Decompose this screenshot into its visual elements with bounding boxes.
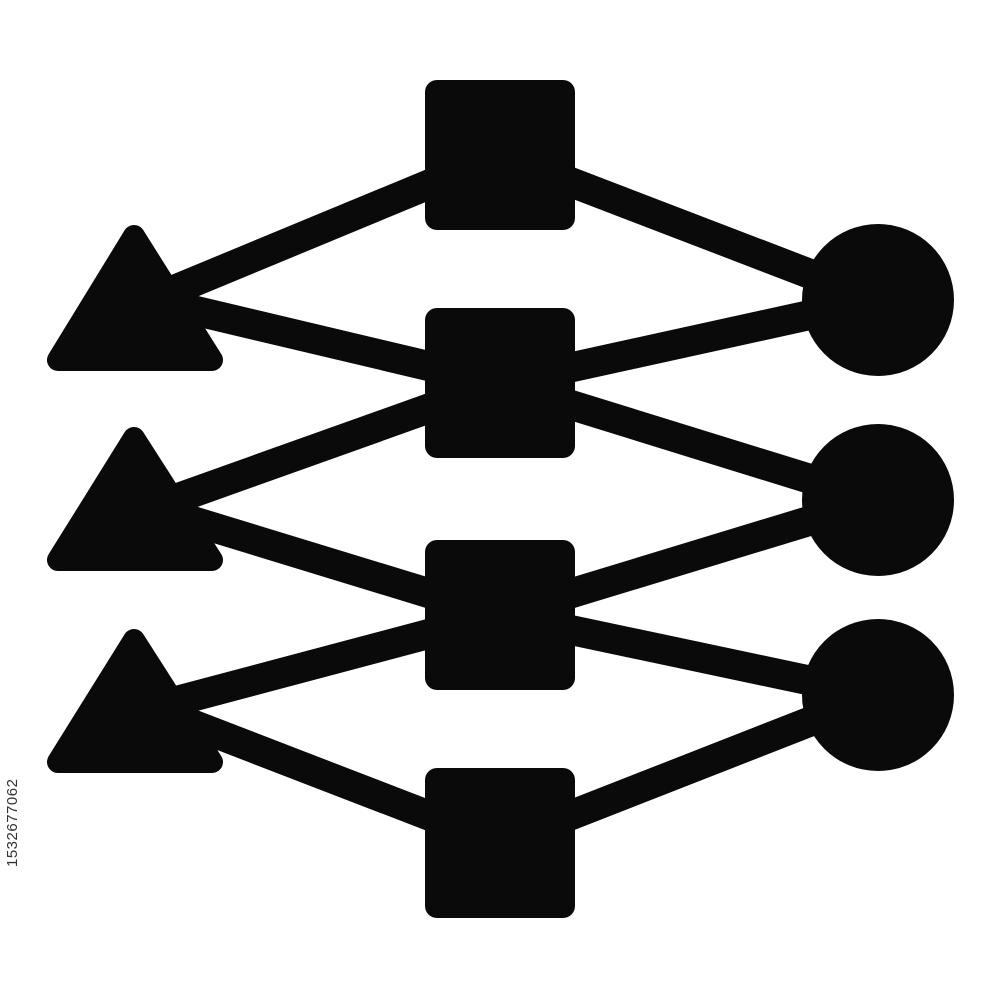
stock-image-id: 1532677062 (4, 778, 21, 868)
triangle-node-icon (47, 225, 223, 371)
square-node-icon (425, 540, 575, 690)
triangle-node-icon (47, 427, 223, 571)
circle-node-icon (802, 424, 954, 576)
circle-node-icon (802, 224, 954, 376)
circle-node-icon (802, 619, 954, 771)
triangle-node-icon (47, 629, 223, 773)
square-node-icon (425, 768, 575, 918)
square-node-icon (425, 80, 575, 230)
square-node-icon (425, 308, 575, 458)
triangle-nodes (47, 225, 223, 773)
connector-lines (135, 140, 893, 858)
circle-nodes (802, 224, 954, 771)
square-nodes (425, 80, 575, 918)
